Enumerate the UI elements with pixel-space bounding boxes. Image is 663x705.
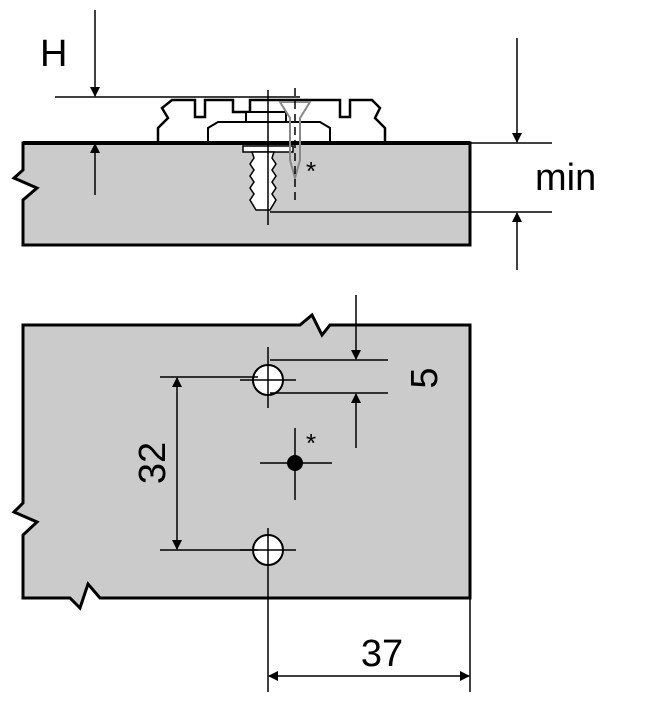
- dowel: [249, 151, 277, 211]
- offset-label: 5: [404, 367, 446, 388]
- screw: [278, 101, 312, 182]
- top-view: * 32 5 37: [11, 295, 472, 692]
- screw-asterisk: *: [306, 156, 316, 186]
- top-panel: [11, 312, 472, 611]
- side-view: * H min: [11, 10, 596, 270]
- height-label: H: [40, 33, 67, 75]
- center-asterisk: *: [306, 428, 316, 458]
- edge-distance-label: 37: [361, 633, 403, 675]
- hole-spacing-label: 32: [132, 442, 174, 484]
- side-panel: [11, 141, 472, 247]
- min-depth-label: min: [535, 157, 596, 199]
